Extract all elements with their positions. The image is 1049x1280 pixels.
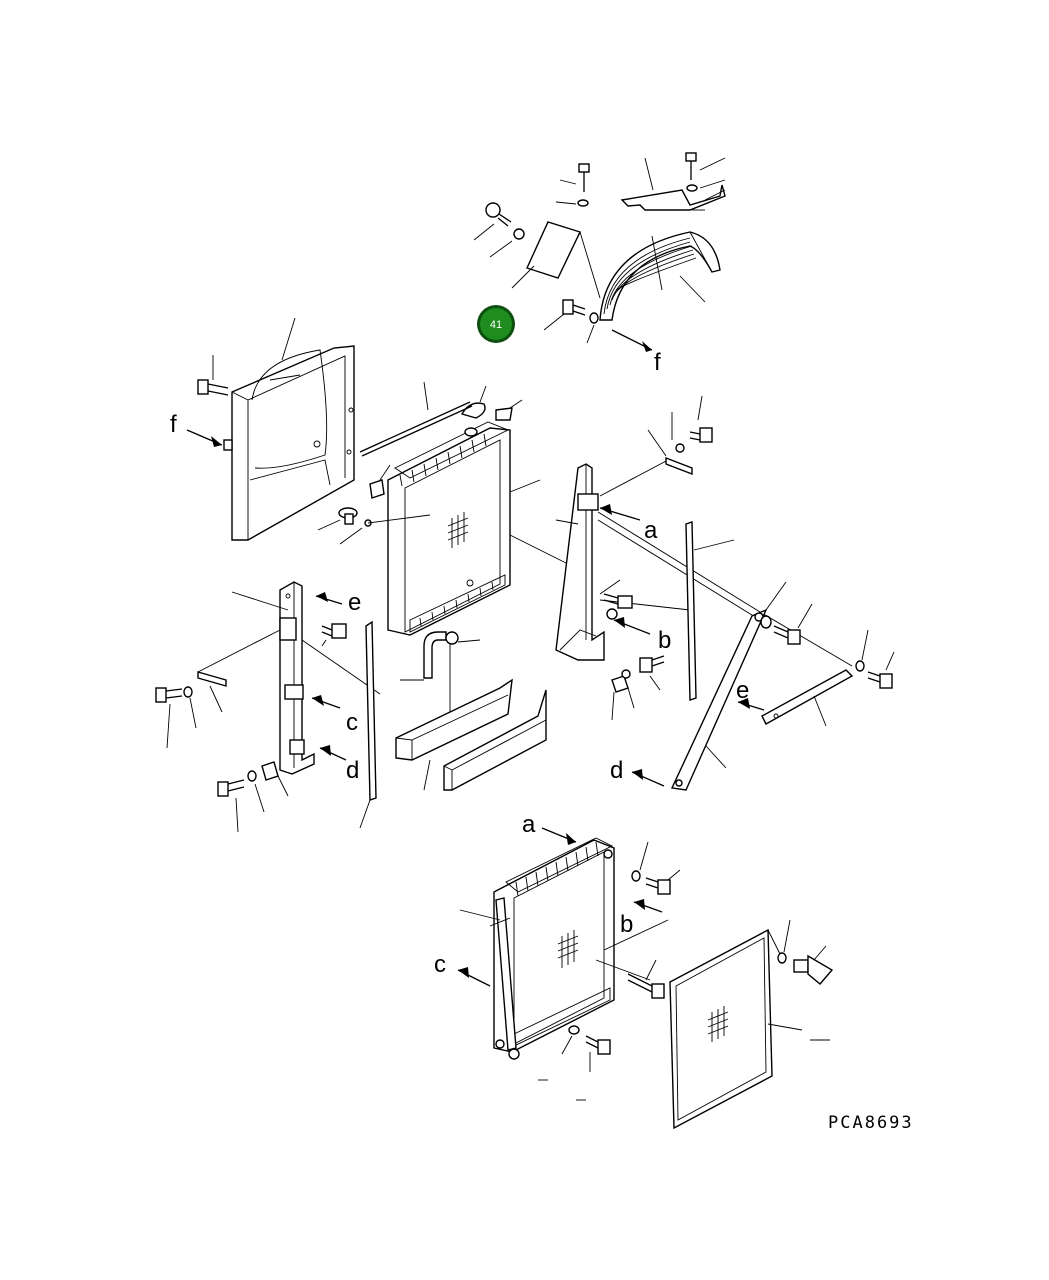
guard-bracket-upper — [620, 184, 726, 211]
radiator-hose — [423, 631, 447, 679]
drawing-code: PCA8693 — [828, 1113, 914, 1133]
radiator-core — [387, 421, 511, 636]
ref-letter-f-left: f — [170, 411, 177, 438]
diagonal-stay-rod — [670, 608, 768, 791]
bolt-stay-right-1 — [603, 593, 633, 609]
radiator-cap — [460, 402, 486, 419]
washer-guard-lower — [589, 312, 599, 324]
ref-letter-b-lower: b — [620, 911, 633, 938]
bolt-left-1 — [155, 687, 183, 703]
guard-plate — [526, 221, 581, 279]
upper-tie-rod — [359, 401, 473, 457]
lower-radiator-mesh-icon — [557, 930, 579, 968]
washer-bar-e — [855, 660, 865, 672]
fan-guard-assembly — [473, 152, 726, 352]
washer-screen — [777, 952, 787, 964]
ref-letter-e-right: e — [736, 677, 749, 704]
stay-nut-plate — [261, 761, 279, 781]
bolt-stay-upper — [321, 623, 347, 639]
ref-letter-b-upper: b — [658, 627, 671, 654]
stay-bar-e — [761, 669, 854, 725]
radiator-mesh-icon — [447, 512, 469, 548]
bolt-bar-e — [867, 671, 893, 689]
hose-clamp — [445, 631, 459, 645]
washer-lower-1 — [631, 870, 641, 882]
bolt-guard-lower — [562, 299, 586, 316]
callout-badge: 41 — [477, 305, 515, 343]
bolt-rod — [773, 625, 801, 645]
bolt-top-1 — [559, 163, 590, 192]
washer-stay-right-2 — [621, 669, 631, 679]
bolt-guard-left — [485, 202, 512, 227]
ref-letter-f-top: f — [654, 349, 661, 376]
fan-shroud — [231, 317, 355, 541]
washer-lower-2 — [568, 1025, 580, 1035]
ref-letter-a-lower: a — [522, 811, 536, 838]
radiator-screen-panel — [669, 928, 773, 1130]
ref-letter-c-lower: c — [434, 951, 446, 978]
lower-cover-right — [443, 689, 547, 791]
washer-guard-left — [513, 228, 525, 240]
ref-letter-d-left: d — [346, 757, 359, 784]
ref-letter-d-right: d — [610, 757, 623, 784]
reference-letters: f f a e e b c d d a b c — [170, 349, 749, 978]
wing-bolt-screen — [793, 954, 834, 985]
ref-letter-c-upper: c — [346, 709, 358, 736]
bolt-left-2 — [217, 779, 245, 797]
fan-guard-arc — [599, 231, 721, 321]
washer-stay-right — [606, 608, 618, 620]
bolt-upper-right — [689, 427, 713, 443]
rubber-strip-right — [685, 521, 697, 701]
stay-plate-right — [665, 456, 693, 476]
radiator-lower-assembly — [459, 837, 669, 1060]
bolt-lower-3 — [585, 1035, 611, 1055]
badge-number: 41 — [490, 319, 502, 331]
ref-letter-e-left: e — [348, 589, 361, 616]
washer-left-1 — [183, 686, 193, 698]
ref-letter-a-upper: a — [644, 517, 658, 544]
rubber-strip-left — [365, 620, 377, 801]
bolt-top-2 — [685, 152, 726, 180]
washer-upper-right — [675, 443, 685, 453]
lower-cover-left — [395, 678, 513, 761]
washer-rod — [760, 615, 772, 629]
washer-top-1 — [577, 199, 589, 207]
stay-plate — [197, 671, 227, 687]
shroud-clip — [223, 439, 233, 451]
screen-mesh-icon — [707, 1006, 729, 1042]
left-stay-bracket — [279, 581, 381, 775]
bolt-shroud-top — [197, 355, 229, 396]
washer-top-2 — [686, 184, 698, 192]
washer-left-2 — [247, 770, 257, 782]
rubber-pad — [369, 479, 385, 499]
drain-plug — [338, 507, 358, 525]
bolt-lower-2 — [627, 973, 665, 999]
bolt-lower-1 — [645, 877, 671, 895]
right-stay-bracket — [555, 459, 853, 667]
bolt-stay-right-2 — [639, 655, 665, 673]
cap-seal — [495, 407, 513, 421]
